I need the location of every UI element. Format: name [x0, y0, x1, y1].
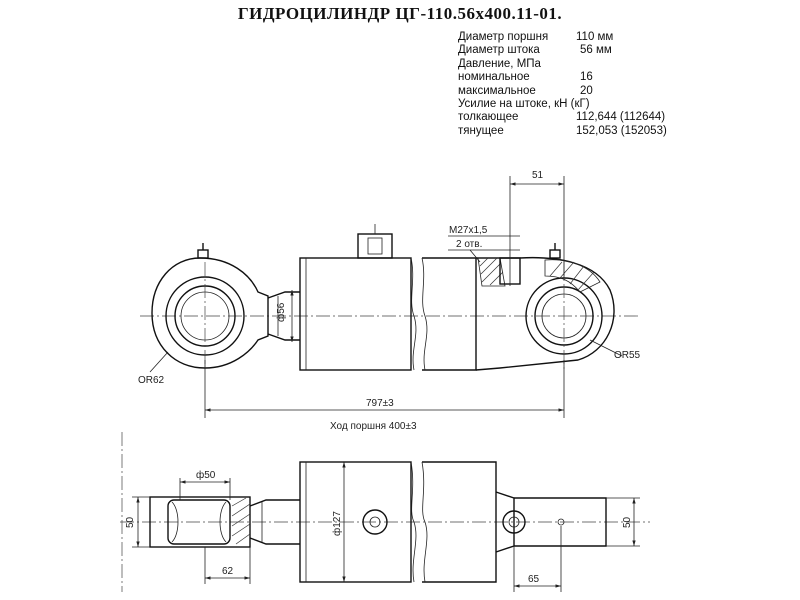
spec-label: Давление, МПа [458, 57, 541, 70]
dim-d50: ф50 [179, 469, 231, 500]
dim-label: ОR62 [138, 375, 165, 386]
spec-label: толкающее [458, 111, 519, 124]
dim-label: 797±3 [366, 398, 394, 409]
spec-row: номинальное 16 [458, 71, 593, 84]
thread-callout: M27x1,5 2 отв. [448, 225, 520, 263]
spec-value: 16 [580, 71, 593, 84]
bottom-view: ф50 50 ф127 50 62 65 [120, 432, 650, 592]
spec-row: Диаметр штока 56 мм [458, 44, 612, 57]
dim-50-left: 50 [125, 496, 150, 548]
spec-value: 56 мм [580, 44, 612, 57]
dim-label: M27x1,5 [449, 225, 488, 236]
spec-value: 20 [580, 84, 593, 97]
dim-label: ОR55 [614, 350, 641, 361]
spec-label: максимальное [458, 84, 536, 97]
dim-d56: ф56 [275, 290, 294, 342]
spec-row: максимальное 20 [458, 84, 593, 98]
spec-row: Диаметр поршня 110 мм [458, 31, 613, 44]
spec-label: Усилие на штоке, кН (кГ) [458, 97, 590, 110]
dim-label: 50 [622, 516, 633, 528]
spec-row: Давление, МПа [458, 58, 590, 71]
left-eye-plan [149, 496, 300, 548]
dim-label: ф127 [331, 511, 343, 536]
drawing-title: ГИДРОЦИЛИНДР ЦГ-110.56х400.11-01. [237, 4, 563, 23]
spec-row: Усилие на штоке, кН (кГ) [458, 98, 590, 111]
dim-62: 62 [204, 547, 251, 584]
dim-label: 51 [532, 170, 544, 181]
cylinder-body-plan [299, 461, 515, 583]
spec-row: толкающее 112,644 (112644) [458, 111, 665, 124]
dim-50-right: 50 [606, 497, 640, 547]
rod-end-plan [502, 497, 607, 547]
dim-label: 62 [222, 566, 234, 577]
spec-value: 112,644 (112644) [576, 111, 666, 124]
spec-label: тянущее [458, 124, 504, 137]
dim-label: ф56 [275, 302, 287, 322]
dim-label: 2 отв. [456, 239, 482, 250]
dim-label: Ход поршня 400±3 [330, 421, 417, 432]
dim-797: 797±3 Ход поршня 400±3 [204, 360, 565, 432]
spec-value: 152,053 (152053) [576, 124, 667, 137]
cylinder-body [299, 224, 477, 371]
dim-65: 65 [513, 526, 562, 592]
dim-51: 51 [509, 170, 565, 278]
spec-value: 110 мм [576, 31, 614, 43]
rod-head [475, 243, 615, 372]
spec-label: номинальное [458, 71, 530, 84]
dim-label: ф50 [196, 469, 216, 481]
top-view: 51 M27x1,5 2 отв. ОR55 ОR62 ф56 797±3 [138, 170, 641, 432]
dim-d127: ф127 [331, 462, 346, 582]
dim-label: 50 [125, 516, 136, 528]
spec-label: Диаметр штока [458, 44, 540, 57]
radius-labels: ОR55 ОR62 [138, 339, 641, 386]
spec-row: тянущее 152,053 (152053) [458, 124, 667, 138]
spec-label: Диаметр поршня [458, 31, 549, 43]
dim-label: 65 [528, 574, 540, 585]
